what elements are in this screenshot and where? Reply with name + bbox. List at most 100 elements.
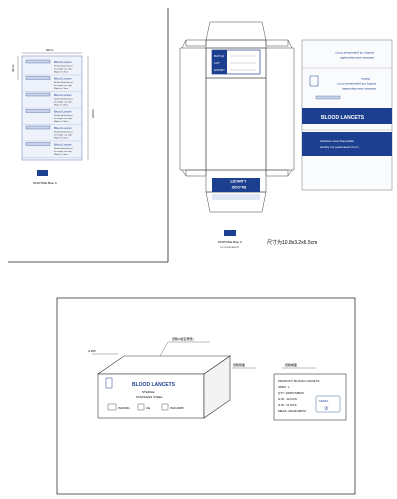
label-row-line: Sterile blood lancet xyxy=(54,131,73,134)
top-hinge-panel xyxy=(205,39,267,49)
top-tuck-flap xyxy=(205,21,267,41)
stamp-number: ③ xyxy=(324,406,329,412)
spec-line: PRODUCT: BLOOD LANCETS xyxy=(278,379,319,383)
label-row-title: Blood Lancet xyxy=(54,93,72,97)
box-icon-label-1: ISO9001 xyxy=(118,406,130,410)
label-row-title: Blood Lancet xyxy=(54,143,72,147)
top-right-tab xyxy=(265,39,289,47)
label-row-line: Sterile blood lancet xyxy=(54,114,73,117)
main-panel xyxy=(205,77,267,171)
bottom-right-tab xyxy=(265,169,289,177)
label-row-line: Made in China xyxy=(54,88,69,90)
pantone-label: PANTONE Blue C xyxy=(33,181,58,185)
label-row-line: Made in China xyxy=(54,138,69,140)
top-left-tab xyxy=(185,39,207,47)
fold-line-2 xyxy=(287,39,293,49)
label-row-title: Blood Lancet xyxy=(54,110,72,114)
left-side-panel xyxy=(179,47,207,171)
label-row-line: Made in China xyxy=(54,121,69,123)
box-title: BLOOD LANCETS xyxy=(132,382,176,388)
top-panel-text: stainless steel disposable sterility not… xyxy=(335,51,374,60)
lancet-graphic-icon xyxy=(25,92,51,97)
spec-panel xyxy=(273,373,347,421)
right-dimension-label: 100cm xyxy=(91,108,95,118)
spec-line: SPEC: L xyxy=(278,385,290,389)
label-row-title: Blood Lancet xyxy=(54,77,72,81)
box-sub-1: STERILE xyxy=(142,390,155,394)
mid-line-1: stainless steel disposable xyxy=(342,87,376,91)
label-row-line: Sterile blood lancet xyxy=(54,81,73,84)
fold-line-1 xyxy=(181,39,187,49)
stamp-box xyxy=(315,395,341,413)
side-callout: 纸箱侧面 xyxy=(233,362,245,367)
top-line-1: stainless steel disposable xyxy=(340,56,374,60)
flap-blue-text: BLOOD LANCET xyxy=(229,179,246,190)
fold-line-4 xyxy=(287,169,293,177)
lancet-graphic-icon xyxy=(25,109,51,113)
spec-line: N.W.: 11 KGS xyxy=(278,403,296,407)
pantone-swatch-2 xyxy=(224,230,236,236)
label-row-title: Blood Lancet xyxy=(54,60,72,64)
box-lancet-icon xyxy=(105,377,113,389)
pantone-label-2: PANTONE Blue C xyxy=(218,240,243,244)
spec-lines: PRODUCT: BLOOD LANCETS SPEC: L QTY: 200PCS… xyxy=(278,379,319,413)
lancet-graphic-icon xyxy=(25,125,51,130)
bottom-line-2: sterility not guaranteed if torn xyxy=(320,145,359,149)
bottom-line-1: stainless steel disposable xyxy=(320,139,354,143)
top-callout-leader xyxy=(159,341,169,357)
spec-line: QTY: 200PCS/BOX xyxy=(278,391,304,395)
box-icon-3 xyxy=(161,403,169,411)
bottom-drawing: A 905 纸箱(5层瓦楞纸) 纸箱侧面 纸箱端面 BLOOD LANCETS … xyxy=(56,297,356,495)
box-sub-2: STAINLESS STEEL xyxy=(136,395,163,399)
label-row-title: Blood Lancet xyxy=(54,126,72,130)
stamp-text: KEMIA xyxy=(319,399,328,403)
box-side-face xyxy=(203,355,231,419)
box-front-face xyxy=(97,373,205,419)
box-icon-2 xyxy=(137,403,145,411)
size-note: 尺寸为10.8x3.2x6.5cm xyxy=(267,239,317,246)
label-row-line: for single use only xyxy=(54,150,73,153)
flap-light-strip xyxy=(212,194,260,200)
label-row-line: Sterile blood lancet xyxy=(54,65,73,68)
end-callout: 纸箱端面 xyxy=(285,362,297,367)
lid-label-band xyxy=(212,50,227,74)
label-row-line: Made in China xyxy=(54,154,69,156)
flap-text-blood: BLOOD xyxy=(231,185,246,190)
label-row-line: for single use only xyxy=(54,68,73,71)
mid-line-3: Sterile xyxy=(361,77,370,81)
pantone-swatch xyxy=(37,170,48,176)
label-row-line: for single use only xyxy=(54,117,73,120)
pantone-sub-label: (or equivalent) xyxy=(220,245,239,249)
lid-field-batch: BATCH xyxy=(214,54,224,58)
width-dimension-label: 30cm xyxy=(46,48,54,52)
right-panels: stainless steel disposable sterility not… xyxy=(301,39,393,191)
lid-field-expiry: EXPIRY xyxy=(214,68,225,72)
lancet-graphic-icon xyxy=(25,76,51,80)
mid-panel-text: stainless steel disposable sterility not… xyxy=(337,77,376,91)
lancet-graphic-icon xyxy=(25,142,51,146)
bottom-band xyxy=(302,132,392,156)
lancet-graphic-icon xyxy=(315,95,341,100)
lid-field-lot: LOT xyxy=(214,61,220,65)
lancet-icon xyxy=(309,75,319,87)
label-row-line: for single use only xyxy=(54,84,73,87)
box-icon-label-3: ISO13485 xyxy=(170,406,184,410)
label-row-line: Made in China xyxy=(54,105,69,107)
carton-die-cut xyxy=(179,21,295,213)
label-row-line: Made in China xyxy=(54,72,69,74)
flap-blue-label xyxy=(212,178,260,192)
top-callout: 纸箱(5层瓦楞纸) xyxy=(172,336,194,341)
label-row-line: for single use only xyxy=(54,101,73,104)
panel-title: BLOOD LANCETS xyxy=(321,115,365,121)
mid-line-2: sterility not guaranteed if torn xyxy=(337,82,376,86)
flap-text-lancet: LANCET xyxy=(229,179,246,184)
lancet-graphic-icon xyxy=(25,59,51,64)
left-dimension-label: 30cm xyxy=(11,64,15,72)
